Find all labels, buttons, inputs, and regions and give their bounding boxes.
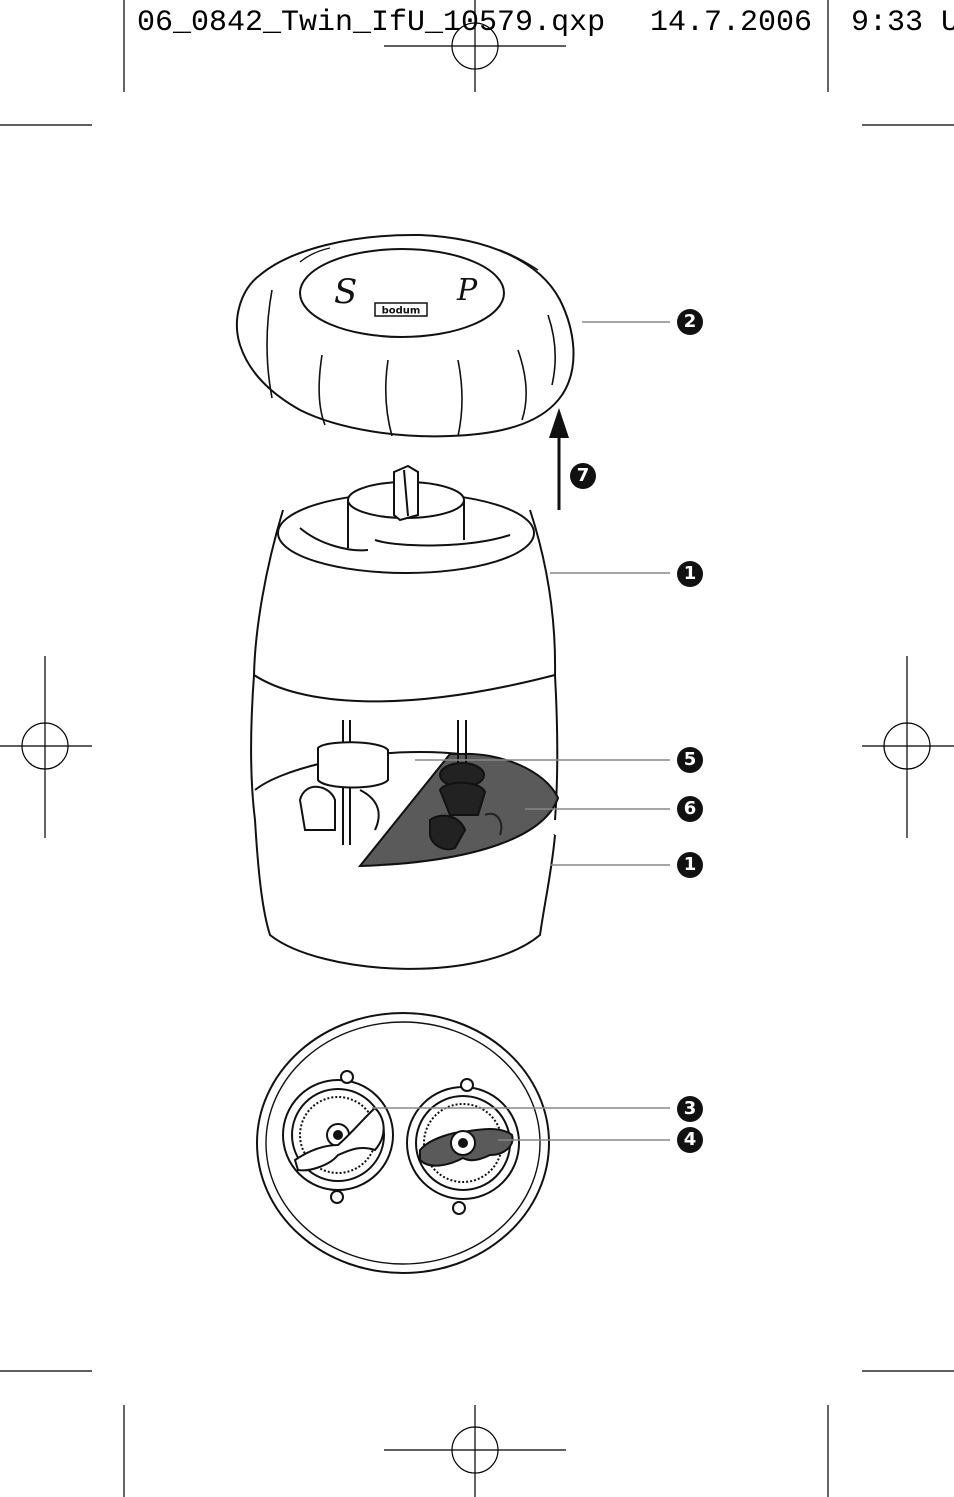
lift-arrow — [549, 408, 569, 510]
lid-letter-pepper: P — [456, 273, 478, 308]
lid — [236, 233, 575, 438]
mill-lower-body — [250, 674, 560, 970]
print-slug: 06_0842_Twin_IfU_10579.qxp 14.7.2006 9:3… — [0, 6, 954, 46]
brand-badge — [374, 302, 428, 317]
callout-6: 6 — [677, 796, 703, 822]
callout-1-top: 1 — [677, 561, 703, 587]
grinder-base-view — [256, 1012, 550, 1274]
callout-1-bottom: 1 — [677, 852, 703, 878]
brand-logo: bodum — [382, 306, 421, 317]
callout-2: 2 — [677, 309, 703, 335]
slug-date: 14.7.2006 — [650, 6, 813, 40]
slug-time: 9:33 U — [851, 6, 954, 40]
callout-7: 7 — [570, 463, 596, 489]
callout-5: 5 — [677, 747, 703, 773]
slug-filename: 06_0842_Twin_IfU_10579.qxp — [137, 6, 606, 40]
lid-letter-salt: S — [334, 272, 357, 312]
mill-upper-body — [252, 464, 557, 703]
callout-3: 3 — [677, 1096, 703, 1122]
leader-lines — [372, 321, 670, 1141]
callout-4: 4 — [677, 1127, 703, 1153]
